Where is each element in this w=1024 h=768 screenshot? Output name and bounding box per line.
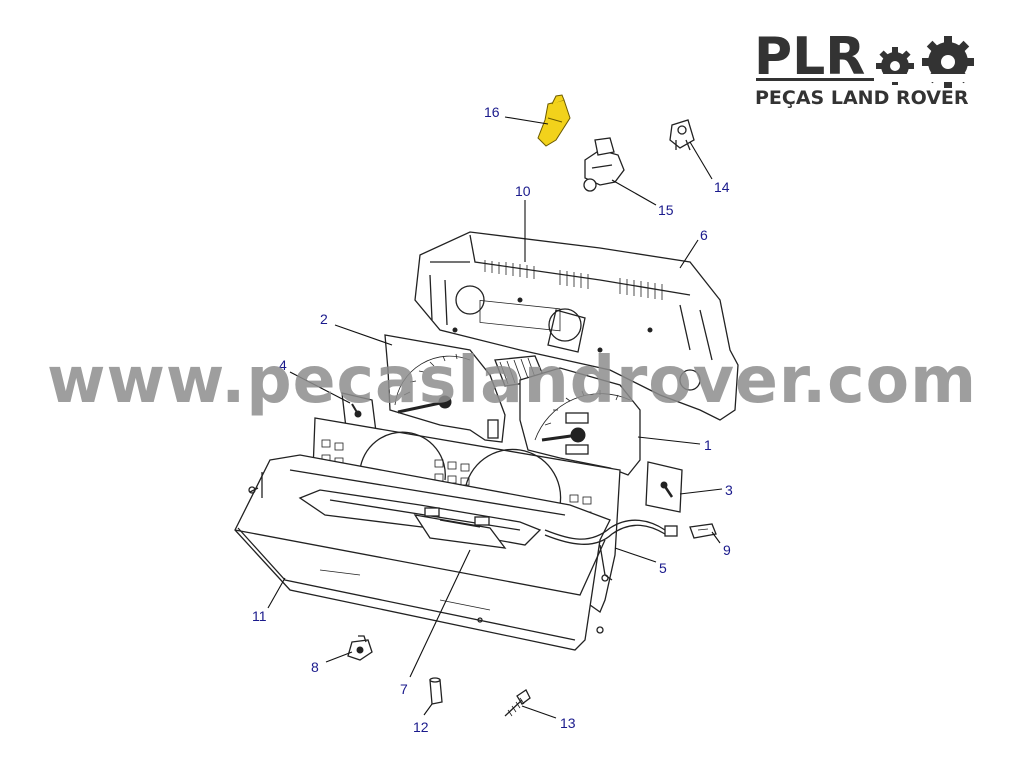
part-9-bulb — [689, 523, 717, 539]
part-13-screw — [504, 689, 531, 717]
part-15-bulb-holder — [583, 137, 625, 192]
callout-6: 6 — [700, 227, 708, 243]
part-14-bulb-holder — [669, 119, 695, 151]
callout-14: 14 — [714, 179, 730, 195]
logo-text: PLR — [754, 27, 865, 87]
callout-labels: 16 14 15 10 6 2 4 1 3 9 5 11 8 7 12 13 — [252, 104, 733, 735]
callout-2: 2 — [320, 311, 328, 327]
gears-icon — [874, 36, 980, 88]
part-7-light-strip — [298, 489, 542, 549]
callout-10: 10 — [515, 183, 531, 199]
part-6-rear-housing — [414, 231, 739, 421]
logo-underline — [756, 78, 980, 81]
logo-tagline: PEÇAS LAND ROVER — [755, 87, 969, 109]
wire-connector — [664, 525, 678, 537]
leader-lines — [267, 116, 723, 719]
callout-11: 11 — [252, 608, 267, 624]
part-4-small-gauge — [341, 392, 377, 433]
callout-7: 7 — [400, 681, 408, 697]
callout-9: 9 — [723, 542, 731, 558]
callout-3: 3 — [725, 482, 733, 498]
callout-12: 12 — [413, 719, 429, 735]
wire-harness — [544, 519, 666, 540]
callout-16: 16 — [484, 104, 500, 120]
callout-8: 8 — [311, 659, 319, 675]
part-1-right-dial — [519, 367, 641, 476]
watermark-url: www.pecaslandrover.com — [47, 344, 977, 418]
callout-5: 5 — [659, 560, 667, 576]
callout-1: 1 — [704, 437, 712, 453]
callout-15: 15 — [658, 202, 674, 218]
callout-4: 4 — [279, 357, 287, 373]
callout-13: 13 — [560, 715, 576, 731]
part-3-small-gauge — [645, 461, 683, 513]
part-8-small-bulb — [347, 635, 373, 661]
part-16-highlighted-bulb — [537, 94, 571, 147]
plr-logo: PLR PEÇAS LAND ROVER — [754, 27, 980, 109]
part-12-pin — [429, 677, 443, 705]
part-2-left-dial — [384, 334, 506, 443]
